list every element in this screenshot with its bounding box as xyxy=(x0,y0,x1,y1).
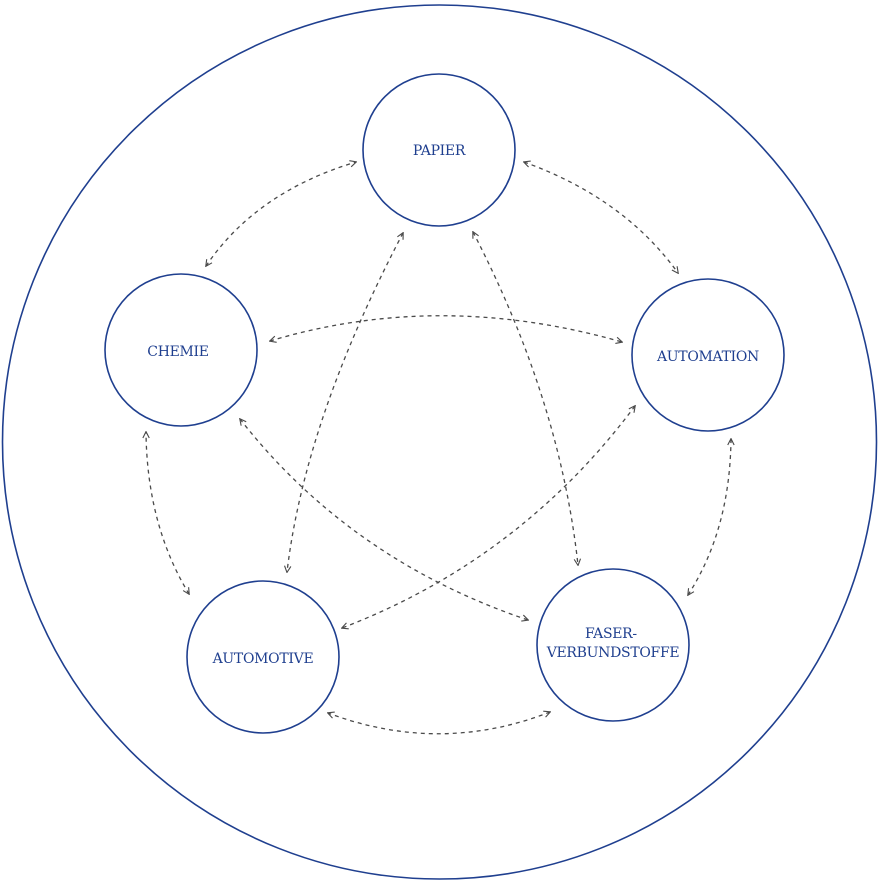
connector-papier-faser xyxy=(473,232,578,565)
connector-automation-faser xyxy=(688,439,731,595)
connector-chemie-automation xyxy=(270,315,622,342)
node-papier-circle xyxy=(362,73,516,227)
connector-chemie-papier xyxy=(206,162,356,266)
node-chemie-circle xyxy=(104,273,258,427)
node-automation-label-line-1: AUTOMATION xyxy=(656,349,759,365)
connector-papier-automotive xyxy=(287,233,403,572)
node-chemie-label: CHEMIE xyxy=(147,344,209,360)
node-papier-label: PAPIER xyxy=(413,143,466,159)
connector-group xyxy=(146,162,731,735)
node-automation-label: AUTOMATION xyxy=(656,349,759,365)
connector-faser-automotive xyxy=(328,712,550,735)
node-automation-circle xyxy=(631,278,785,432)
connector-papier-automation xyxy=(524,162,678,273)
node-automotive-label-line-1: AUTOMOTIVE xyxy=(212,651,314,667)
node-faser-label: FASER- VERBUNDSTOFFE xyxy=(546,626,680,661)
node-faser-label-line-2: VERBUNDSTOFFE xyxy=(546,645,680,661)
node-automation: AUTOMATION xyxy=(631,278,785,432)
node-automotive: AUTOMOTIVE xyxy=(186,580,340,734)
node-faser-circle xyxy=(536,568,690,722)
node-papier-label-line-1: PAPIER xyxy=(413,143,466,159)
connector-automotive-chemie xyxy=(146,432,189,594)
node-chemie: CHEMIE xyxy=(104,273,258,427)
node-automotive-circle xyxy=(186,580,340,734)
node-automotive-label: AUTOMOTIVE xyxy=(212,651,314,667)
node-papier: PAPIER xyxy=(362,73,516,227)
outer-ring xyxy=(1,4,878,880)
connector-automation-automotive xyxy=(342,406,635,628)
node-chemie-label-line-1: CHEMIE xyxy=(147,344,209,360)
node-faser-label-line-1: FASER- xyxy=(585,626,637,642)
node-faser-verbundstoffe: FASER- VERBUNDSTOFFE xyxy=(536,568,690,722)
